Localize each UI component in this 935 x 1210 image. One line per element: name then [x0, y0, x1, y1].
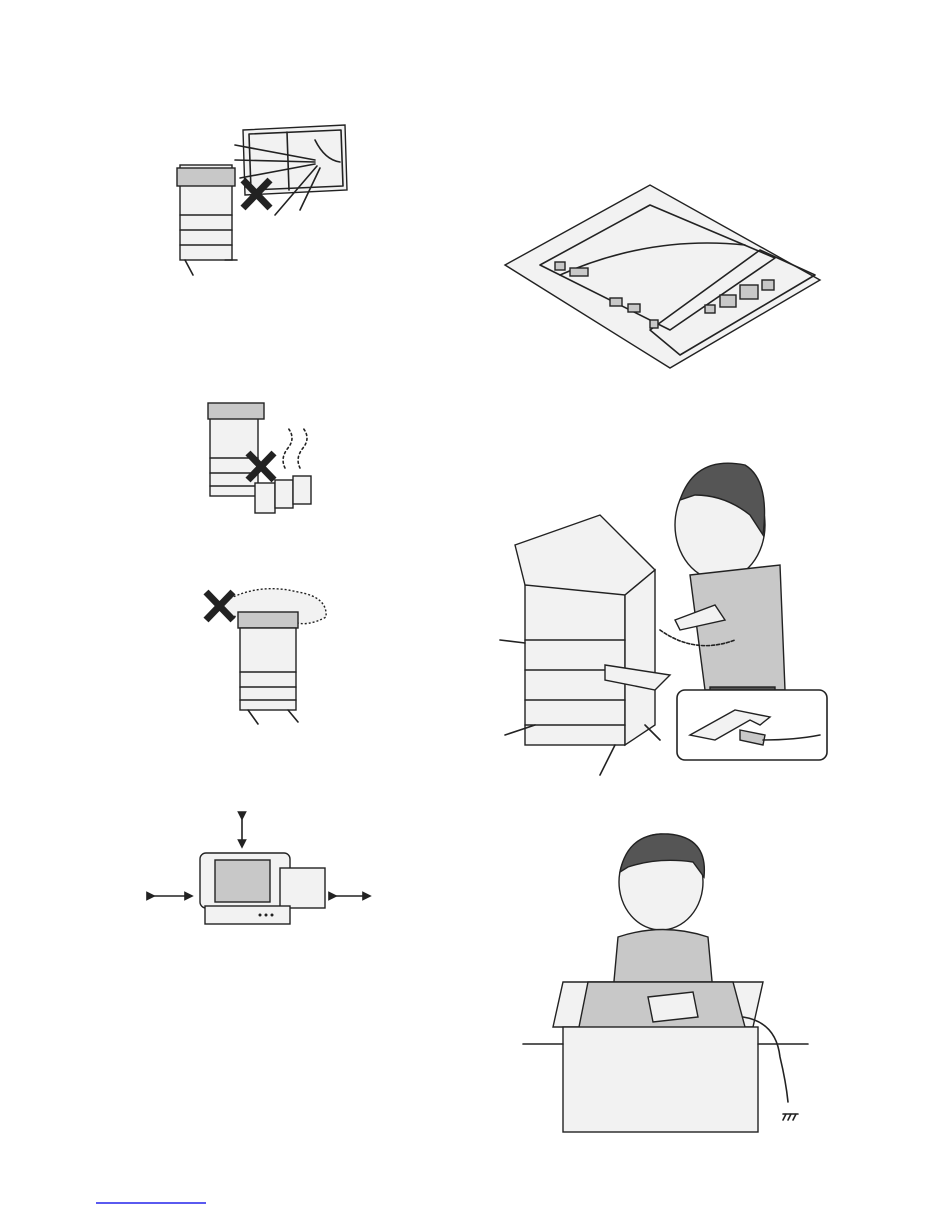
copier-near-sunlit-window-prohibited-icon: [165, 120, 355, 280]
technician-wrist-strap-grounding-icon: [495, 455, 830, 785]
copier-in-dusty-place-prohibited-icon: [198, 582, 333, 730]
pwb-in-antistatic-bag-icon: [500, 180, 830, 375]
copier-clearance-arrows-icon: [145, 808, 375, 930]
footer-rule: [96, 1202, 206, 1204]
copier-near-chemicals-prohibited-icon: [200, 398, 320, 520]
technician-at-grounded-mat-desk-icon: [518, 832, 818, 1137]
